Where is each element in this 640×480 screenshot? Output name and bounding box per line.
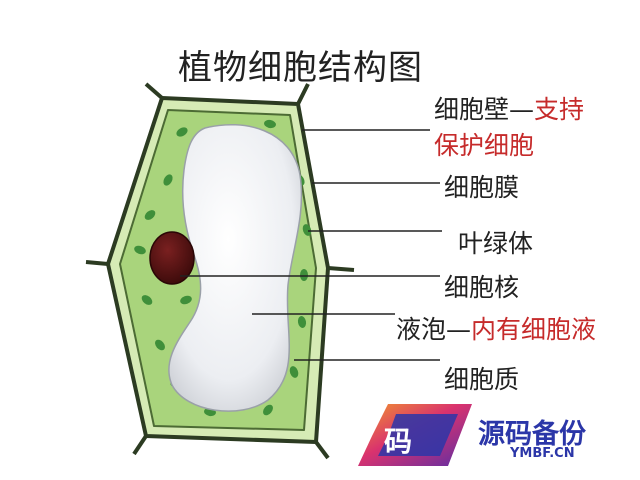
label-vacuole-name: 液泡 (396, 315, 447, 344)
watermark-name: 源码备份 (478, 419, 586, 450)
label-cell-wall-desc-2: 保护细胞 (434, 131, 535, 160)
label-dash: — (509, 95, 535, 124)
watermark-logo-inner (378, 414, 458, 456)
label-nucleus: 细胞核 (444, 273, 520, 302)
leader-lines (180, 129, 442, 361)
chloroplast (263, 404, 273, 416)
label-chloroplast: 叶绿体 (458, 229, 534, 258)
chloroplast (144, 210, 156, 220)
label-vacuole-desc: 内有细胞液 (471, 315, 597, 344)
nucleus (149, 231, 195, 285)
label-cell-membrane: 细胞膜 (444, 173, 520, 202)
vacuole (168, 124, 303, 412)
chloroplast (297, 316, 307, 328)
label-cell-wall-desc-1: 支持 (534, 95, 585, 124)
chloroplast (180, 295, 192, 305)
label-cytoplasm: 细胞质 (444, 365, 520, 394)
watermark-url: YMBF.CN (510, 446, 575, 461)
label-vacuole: 液泡—内有细胞液 (396, 310, 596, 346)
chloroplast (134, 245, 146, 255)
chloroplast (302, 224, 312, 236)
label-cell-wall-name: 细胞壁 (434, 95, 510, 124)
chloroplast (300, 269, 308, 281)
chloroplast (141, 295, 153, 305)
watermark-logo (358, 404, 472, 466)
label-cell-wall: 细胞壁—支持 (434, 90, 584, 126)
label-dash: — (446, 315, 472, 344)
watermark-logo-char: 码 (383, 425, 412, 458)
chloroplast (155, 339, 165, 351)
chloroplast (264, 119, 276, 129)
neighbour-cell-lines (85, 82, 355, 460)
chloroplast (289, 366, 299, 378)
chloroplast (176, 127, 188, 137)
diagram-title: 植物细胞结构图 (178, 48, 423, 88)
chloroplast (163, 174, 173, 186)
